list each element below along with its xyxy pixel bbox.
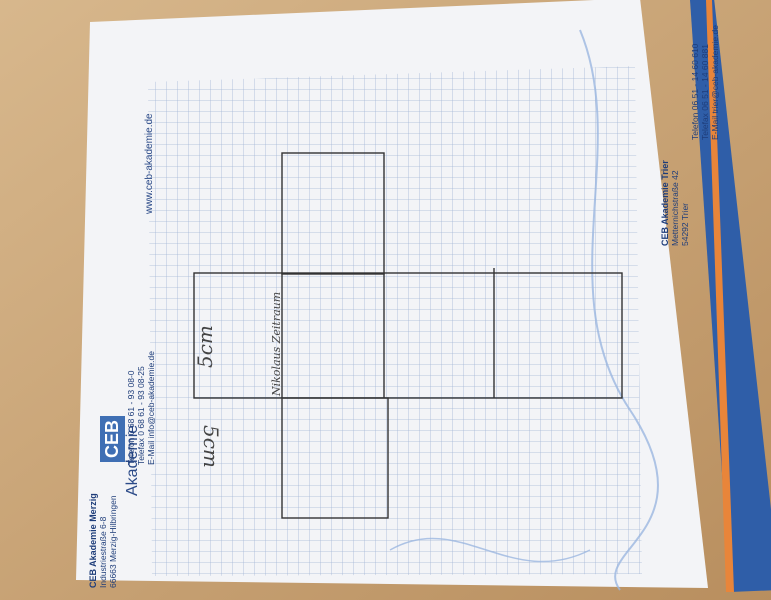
trier-fax: Telefax 06 51 - 14 60 881: [700, 44, 710, 140]
ceb-logo: CEB: [100, 415, 125, 462]
merzig-email: E-Mail info@ceb-akademie.de: [146, 351, 156, 465]
trier-contact: Telefon 06 51 - 14 60 610 Telefax 06 51 …: [690, 25, 720, 140]
trier-email: E-Mail trier@ceb-akademie.de: [710, 25, 720, 140]
merzig-line2: 66663 Merzig-Hilbringen: [108, 495, 118, 588]
cube-net-drawing: [193, 152, 623, 519]
trier-line1: Metternichstraße 42: [670, 170, 680, 246]
merzig-phone: Telefon 0 68 61 - 93 08-0: [126, 370, 136, 465]
merzig-fax: Telefax 0 68 61 - 93 08-25: [136, 366, 146, 465]
handwritten-height: 5cm: [193, 325, 217, 368]
merzig-address: CEB Akademie Merzig Industriestraße 6-8 …: [88, 493, 118, 588]
trier-line2: 54292 Trier: [680, 203, 690, 246]
trier-title: CEB Akademie Trier: [660, 160, 670, 246]
trier-phone: Telefon 06 51 - 14 60 610: [690, 43, 700, 140]
merzig-contact: Telefon 0 68 61 - 93 08-0 Telefax 0 68 6…: [126, 351, 156, 465]
handwritten-note: Nikolaus Zeitraum: [270, 291, 283, 396]
trier-address: CEB Akademie Trier Metternichstraße 42 5…: [660, 160, 690, 246]
handwritten-width: 5cm: [199, 425, 223, 468]
merzig-line1: Industriestraße 6-8: [98, 516, 108, 588]
merzig-title: CEB Akademie Merzig: [88, 493, 98, 588]
website-text: www.ceb-akademie.de: [144, 113, 155, 214]
